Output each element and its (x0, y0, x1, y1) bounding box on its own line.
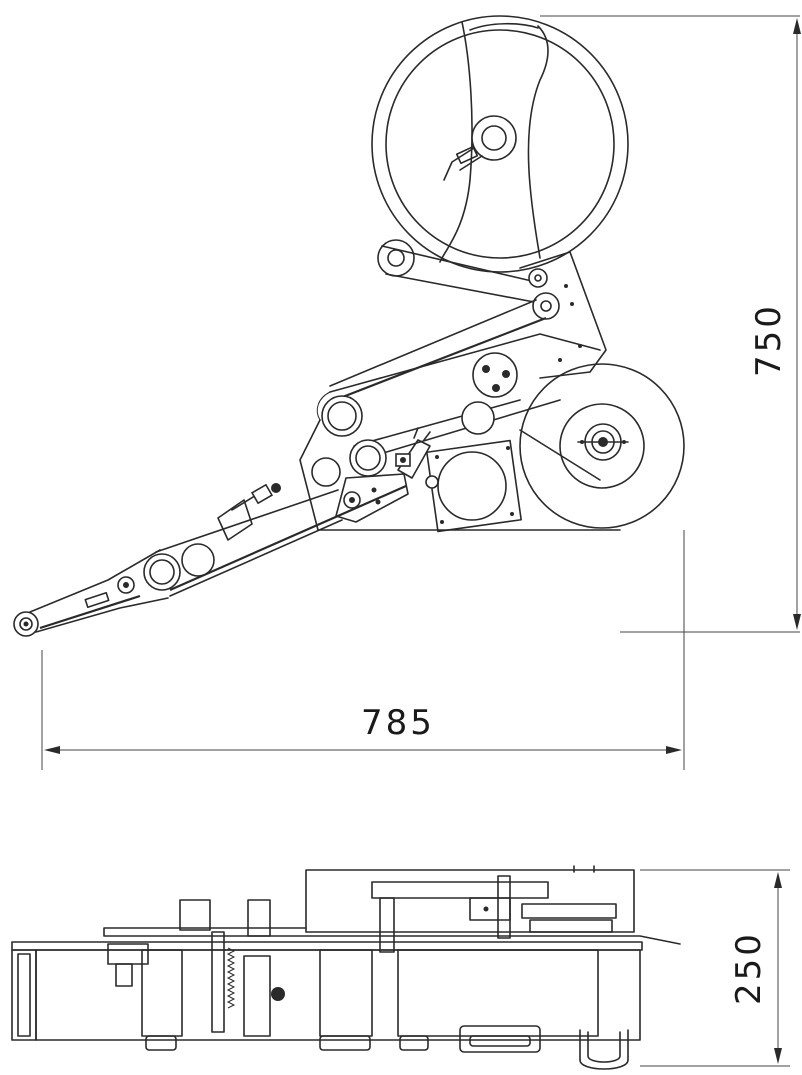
adjustment-knob (217, 483, 281, 541)
main-frame (299, 251, 621, 531)
top-height-dimension (640, 869, 790, 1067)
width-dimension-label: 785 (361, 703, 435, 743)
height-dimension (540, 15, 801, 633)
top-height-dimension-label: 250 (729, 931, 769, 1005)
rewind-reel (519, 363, 685, 529)
dancer-arm (377, 239, 560, 320)
top-view (11, 865, 681, 1070)
side-view (13, 15, 685, 637)
applicator-arm (13, 473, 409, 637)
height-dimension-label: 750 (749, 303, 789, 377)
frame-rollers (311, 352, 518, 487)
web-path (329, 299, 601, 481)
label-reel (371, 15, 629, 273)
sensor-clamp (395, 427, 431, 479)
width-dimension (41, 530, 685, 770)
drive-motor (425, 439, 522, 533)
